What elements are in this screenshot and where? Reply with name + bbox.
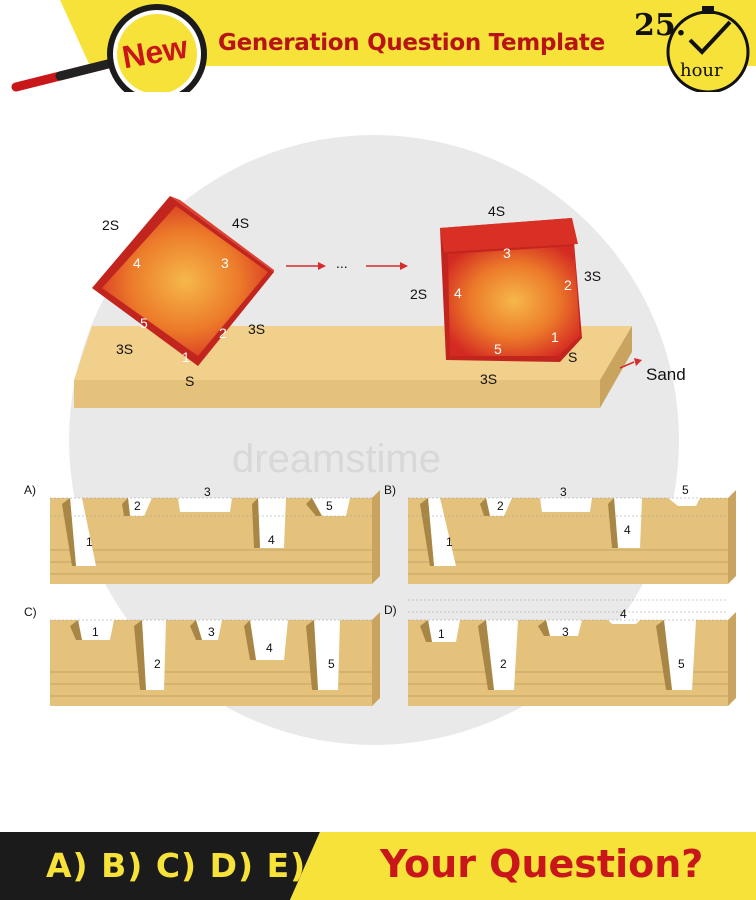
- option-mark: 1: [92, 625, 99, 639]
- timer-number: 25.: [634, 8, 687, 43]
- corner-label-4s: 4S: [232, 215, 249, 231]
- corner-label-3s-left: 3S: [116, 341, 133, 357]
- corner-label-2s: 2S: [102, 217, 119, 233]
- face-number: 2: [219, 325, 227, 341]
- face-number: 3: [221, 255, 229, 271]
- option-b-panel: [408, 490, 736, 584]
- header-band: [11, 0, 756, 92]
- option-mark: 1: [438, 627, 445, 641]
- page-title: Generation Question Template: [218, 30, 605, 56]
- option-d-panel: [408, 599, 736, 706]
- option-mark: 2: [154, 657, 161, 671]
- option-d-letter: D): [384, 603, 397, 617]
- option-mark: 4: [266, 641, 273, 655]
- face-number: 5: [140, 315, 148, 331]
- option-mark: 3: [560, 485, 567, 499]
- face-number: 5: [494, 341, 502, 357]
- option-mark: 5: [326, 499, 333, 513]
- option-mark: 4: [268, 533, 275, 547]
- option-mark: 1: [86, 535, 93, 549]
- corner-label-3s-bottom: 3S: [480, 371, 497, 387]
- corner-label-s: S: [568, 349, 577, 365]
- stopwatch-icon: [666, 6, 750, 92]
- corner-label-s: S: [185, 373, 194, 389]
- footer-answer-choices: A) B) C) D) E): [46, 846, 307, 885]
- option-mark: 5: [678, 657, 685, 671]
- magnifier-icon: [11, 4, 207, 92]
- face-number: 3: [503, 245, 511, 261]
- option-mark: 5: [682, 483, 689, 497]
- option-mark: 1: [446, 535, 453, 549]
- corner-label-3s-right: 3S: [248, 321, 265, 337]
- cube-tilted: [92, 196, 274, 366]
- face-number: 4: [454, 285, 462, 301]
- option-b-letter: B): [384, 483, 396, 497]
- option-mark: 2: [497, 499, 504, 513]
- option-mark: 5: [328, 657, 335, 671]
- corner-label-3s: 3S: [584, 268, 601, 284]
- option-mark: 3: [204, 485, 211, 499]
- watermark: dreamstime: [232, 437, 441, 481]
- option-mark: 2: [134, 499, 141, 513]
- sand-arrowhead: [634, 358, 642, 366]
- option-c-letter: C): [24, 605, 37, 619]
- option-mark: 3: [562, 625, 569, 639]
- face-number: 4: [133, 255, 141, 271]
- cube-upright: [440, 218, 582, 362]
- corner-label-2s: 2S: [410, 286, 427, 302]
- option-mark: 3: [208, 625, 215, 639]
- footer-question: Your Question?: [380, 842, 704, 886]
- option-mark: 2: [500, 657, 507, 671]
- option-c-panel: [50, 612, 380, 706]
- face-number: 1: [182, 349, 190, 365]
- sand-label: Sand: [646, 365, 686, 384]
- footer-band: [0, 832, 756, 900]
- sand-arrow: [619, 361, 635, 369]
- option-mark: 4: [624, 523, 631, 537]
- face-number: 2: [564, 277, 572, 293]
- transition-arrows: [286, 262, 408, 270]
- transition-dots: ...: [336, 255, 348, 271]
- face-number: 1: [551, 329, 559, 345]
- option-a-panel: [50, 490, 380, 584]
- corner-label-4s: 4S: [488, 203, 505, 219]
- timer-unit: hour: [680, 60, 723, 81]
- option-mark: 4: [620, 607, 627, 621]
- option-a-letter: A): [24, 483, 36, 497]
